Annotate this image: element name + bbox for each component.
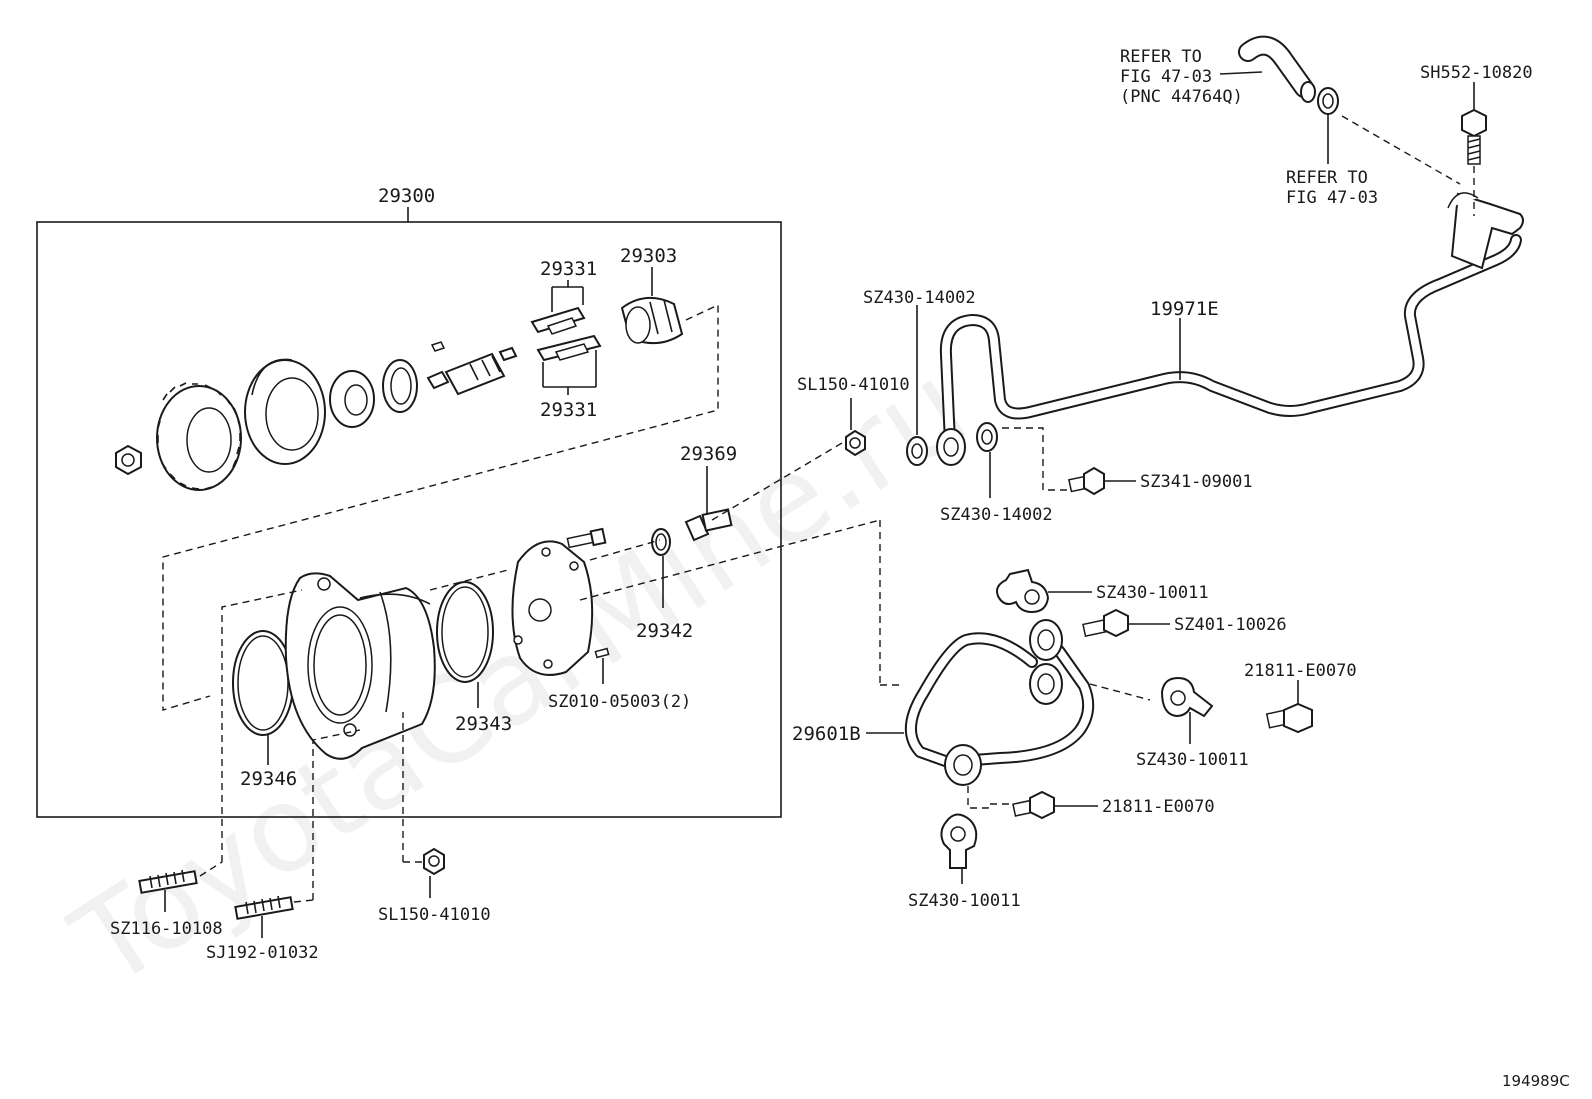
- hose-icon: [1238, 35, 1316, 103]
- label-29342: 29342: [636, 620, 693, 642]
- bearing-housing-icon: [244, 358, 326, 465]
- key-icon: [430, 341, 446, 352]
- label-21811-a: 21811-E0070: [1244, 661, 1357, 681]
- clamp-a-icon: [996, 568, 1050, 614]
- pump-plate-icon: [511, 540, 594, 676]
- vane-bottom-icon: [536, 334, 602, 362]
- rotor-shaft-icon: [426, 346, 518, 396]
- drive-gear-icon: [156, 382, 242, 491]
- o-ring-large-icon: [232, 630, 294, 736]
- o-ring-medium-icon: [436, 581, 494, 683]
- label-refer-hose-3: (PNC 44764Q): [1120, 87, 1243, 107]
- clamp-c-icon: [940, 813, 978, 869]
- washer-small-icon: [651, 528, 671, 556]
- label-sl150-bottom: SL150-41010: [378, 905, 491, 925]
- label-21811-b: 21811-E0070: [1102, 797, 1215, 817]
- label-29369: 29369: [680, 443, 737, 465]
- pipe-19971e-icon: [936, 192, 1524, 466]
- bolt-sh552-icon: [1461, 108, 1487, 165]
- label-29601b: 29601B: [792, 723, 861, 745]
- figure-code: 194989C: [1502, 1072, 1570, 1090]
- label-sl150-top: SL150-41010: [797, 375, 910, 395]
- label-refer-clip-1: REFER TO: [1286, 168, 1368, 188]
- label-sz430-10011-b: SZ430-10011: [1136, 750, 1249, 770]
- nut-icon: [115, 444, 142, 476]
- label-sz010: SZ010-05003(2): [548, 692, 691, 712]
- label-refer-clip-2: FIG 47-03: [1286, 188, 1378, 208]
- label-29331-bottom: 29331: [540, 399, 597, 421]
- union-bolt-sz341-icon: [1068, 466, 1105, 496]
- vane-top-icon: [530, 306, 586, 335]
- rotor-sleeve-icon: [620, 297, 684, 345]
- clamp-b-icon: [1160, 676, 1214, 718]
- label-29331-top: 29331: [540, 258, 597, 280]
- nut-bottom-icon: [423, 847, 445, 876]
- label-sz430-14002-top: SZ430-14002: [863, 288, 976, 308]
- label-sz401: SZ401-10026: [1174, 615, 1287, 635]
- label-sz430-14002-bottom: SZ430-14002: [940, 505, 1053, 525]
- label-refer-hose-1: REFER TO: [1120, 47, 1202, 67]
- stud-bolt-1-icon: [138, 869, 198, 894]
- union-bolt-21811-a-icon: [1265, 702, 1313, 734]
- union-fitting-icon: [684, 508, 733, 542]
- label-29303: 29303: [620, 245, 677, 267]
- hose-clip-icon: [1317, 87, 1339, 115]
- label-sz430-10011-a: SZ430-10011: [1096, 583, 1209, 603]
- label-sj192: SJ192-01032: [206, 943, 319, 963]
- label-29343: 29343: [455, 713, 512, 735]
- gasket-1-icon: [906, 436, 928, 466]
- gasket-2-icon: [976, 422, 998, 452]
- pipe-29601b-icon: [904, 619, 1095, 786]
- bearing-icon: [329, 370, 375, 428]
- pump-housing-icon: [284, 572, 436, 760]
- label-29346: 29346: [240, 768, 297, 790]
- label-sh552: SH552-10820: [1420, 63, 1533, 83]
- nut-sl150-icon: [845, 429, 866, 457]
- union-bolt-sz401-icon: [1082, 608, 1129, 638]
- label-19971e: 19971E: [1150, 298, 1219, 320]
- label-sz116: SZ116-10108: [110, 919, 223, 939]
- stud-bolt-2-icon: [234, 895, 294, 920]
- label-sz341: SZ341-09001: [1140, 472, 1253, 492]
- snap-ring-icon: [382, 359, 418, 413]
- assembly-box: [36, 221, 782, 818]
- label-sz430-10011-c: SZ430-10011: [908, 891, 1021, 911]
- bolt-small-icon: [566, 527, 607, 549]
- label-refer-hose-2: FIG 47-03: [1120, 67, 1212, 87]
- pin-icon: [594, 647, 610, 659]
- union-bolt-21811-b-icon: [1012, 790, 1055, 820]
- label-29300: 29300: [378, 185, 435, 207]
